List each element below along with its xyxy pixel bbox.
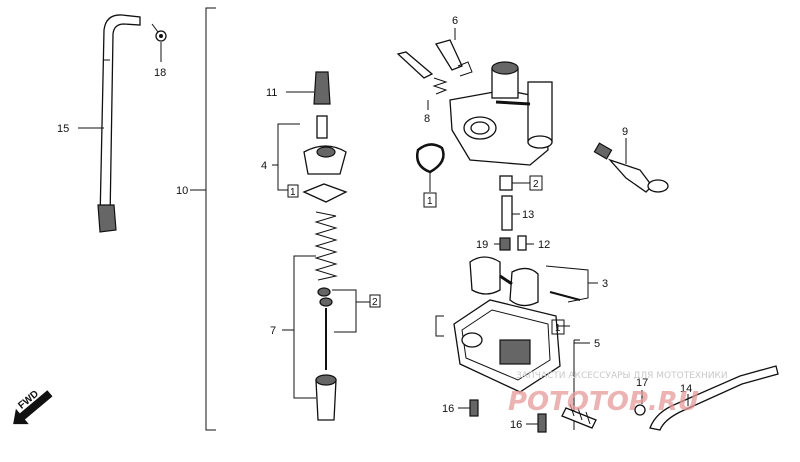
callout-1-bowl-gasket: 1 [555,323,561,334]
callout-1-gasket: 1 [290,187,296,198]
callout-4: 4 [261,160,267,172]
callout-6: 6 [452,15,458,27]
callout-11: 11 [266,87,277,99]
float-bowl-part-5 [453,299,561,393]
clip-part-17 [634,404,646,416]
drain-screw-part-16b [537,413,547,433]
callout-9: 9 [622,126,628,138]
callout-12: 12 [538,239,550,251]
callout-2-clip: 2 [372,297,378,308]
jet-part-13 [501,195,513,231]
callout-10: 10 [176,185,188,197]
callout-16-right: 16 [510,419,522,431]
callout-18: 18 [154,67,166,79]
callout-14: 14 [680,383,692,395]
callout-7: 7 [270,325,276,337]
jet-part-2 [499,175,513,191]
fuel-tube-part-15 [97,14,141,233]
choke-plunger-part-9 [593,142,669,193]
callout-1-oring: 1 [427,196,433,207]
callout-8: 8 [424,113,430,125]
fwd-arrow-icon: FWD [13,388,53,425]
jet-needle-part-7 [315,287,337,421]
callout-3: 3 [602,278,608,290]
overflow-tube-part-14 [649,365,779,431]
drain-screw-part-16a [469,399,479,417]
cap-part-11 [313,71,331,105]
callout-17: 17 [636,377,648,389]
mixture-screw [561,403,597,429]
throttle-spring [314,211,338,281]
watermark-logo: РОТОТОР.RU [508,387,699,417]
callout-15: 15 [57,123,69,135]
callout-19: 19 [476,239,488,251]
callout-5: 5 [594,338,600,350]
hose-clip-part-18 [151,23,167,42]
callout-13: 13 [522,209,534,221]
watermark-tagline: ЗАПЧАСТИ АКСЕССУАРЫ ДЛЯ МОТОТЕХНИКИ [516,371,728,381]
jet-part-12 [517,235,527,251]
screw-part-8 [396,51,448,95]
carburetor-upper-body [449,61,553,166]
callout-2-jet: 2 [533,179,539,190]
screw-part-6 [434,39,473,77]
jet-part-19 [499,237,511,251]
top-cap-part-4 [302,115,348,203]
float-part-3 [469,256,539,307]
callout-16-left: 16 [442,403,454,415]
o-ring-part-1 [416,143,445,174]
